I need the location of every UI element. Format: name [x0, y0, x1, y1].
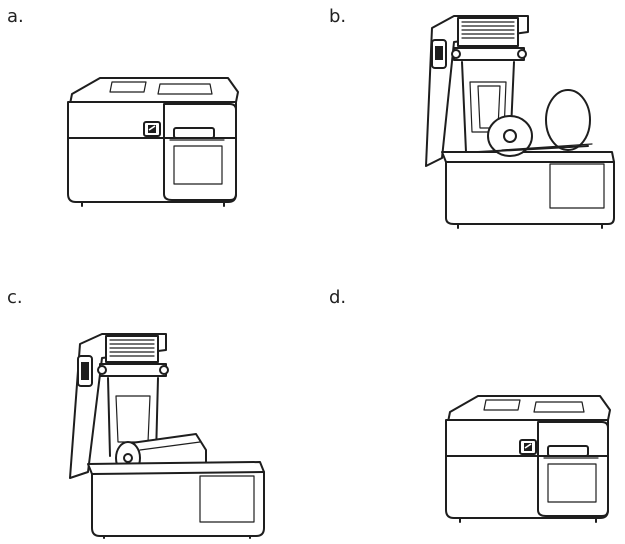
panel-label-d: d. — [329, 287, 347, 308]
printer-roll-loaded-illustration-c — [66, 332, 270, 539]
panel-label-a: a. — [7, 6, 24, 27]
printer-closed-illustration-a — [60, 74, 242, 207]
panel-label-b: b. — [329, 6, 347, 27]
printer-closed-illustration-d — [440, 392, 614, 523]
printer-open-illustration-b — [418, 12, 618, 229]
panel-label-c: c. — [7, 287, 23, 308]
